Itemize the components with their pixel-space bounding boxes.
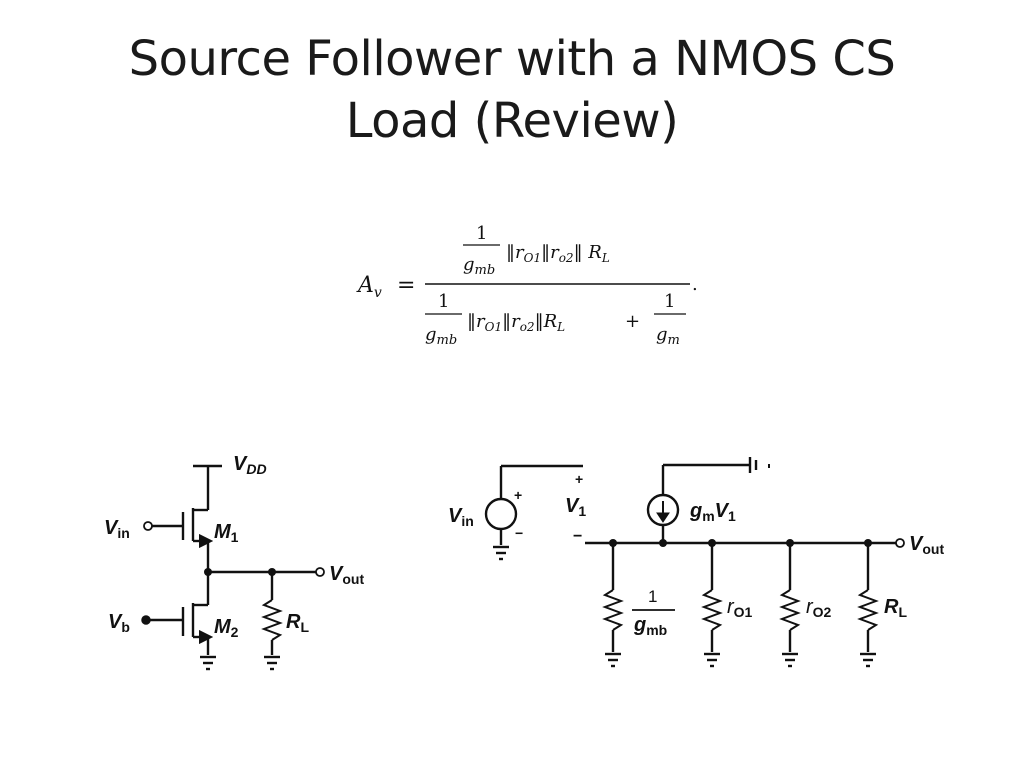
gain-equation: Av = 1 gmb ‖rO1‖ro2‖ RL . 1 gmb ‖rO1‖ro2…	[356, 223, 698, 348]
rl-node-dot	[268, 568, 276, 576]
vin-terminal	[143, 521, 153, 531]
eq-den-plus: +	[625, 311, 640, 332]
ro1-resistor	[701, 589, 723, 631]
label-m1: M1	[214, 521, 239, 545]
slide-title: Source Follower with a NMOS CS Load (Rev…	[0, 28, 1024, 152]
label-vout-left: Vout	[329, 563, 364, 587]
vin-source-icon	[484, 497, 518, 531]
vout-node-dot	[204, 568, 212, 576]
label-rl-right: RL	[884, 596, 907, 620]
label-vout-right: Vout	[909, 533, 944, 557]
eq-trail: .	[692, 274, 698, 295]
label-minus-source: −	[515, 525, 523, 541]
label-plus-v1: +	[575, 471, 583, 487]
eq-den-one: 1	[438, 291, 449, 312]
ground-m2	[200, 655, 216, 671]
ground-ro1	[704, 652, 720, 668]
ground-ro2	[782, 652, 798, 668]
label-minus-v1: −	[573, 528, 582, 545]
source-follower-schematic	[150, 464, 316, 671]
ro2-resistor	[779, 589, 801, 631]
label-vin-left: Vin	[104, 517, 130, 541]
vout-terminal	[315, 567, 325, 577]
vb-terminal	[141, 615, 151, 625]
label-rl-left: RL	[286, 611, 309, 635]
eq-equals: =	[397, 273, 415, 298]
slide-title-line1: Source Follower with a NMOS CS	[128, 31, 896, 87]
label-gm-v1: gmV1	[689, 500, 736, 524]
rl-resistor	[261, 599, 283, 641]
label-ro1: rO1	[727, 596, 753, 620]
ground-gmb	[605, 652, 621, 668]
eq-num-one: 1	[476, 223, 487, 244]
label-vb: Vb	[108, 611, 130, 635]
ground-rl-right	[860, 652, 876, 668]
label-v1: V1	[565, 495, 586, 519]
ground-vin	[493, 545, 509, 561]
rl-resistor-right	[857, 589, 879, 631]
label-frac-one: 1	[648, 587, 657, 606]
label-vdd: VDD	[233, 453, 267, 477]
eq-num-rest: ‖rO1‖ro2‖ RL	[506, 242, 610, 265]
eq-den-gmb: gmb	[425, 324, 457, 348]
slide-title-line2: Load (Review)	[345, 93, 679, 149]
eq-den-gm: gm	[656, 324, 680, 348]
small-signal-model	[484, 457, 896, 668]
label-vin-right: Vin	[448, 505, 474, 529]
gmb-resistor	[602, 589, 624, 631]
vout-terminal-right	[895, 538, 905, 548]
label-plus-source: +	[514, 487, 522, 503]
label-frac-gmb: gmb	[633, 614, 667, 638]
eq-den-one2: 1	[664, 291, 675, 312]
eq-den-rest: ‖rO1‖ro2‖RL	[467, 311, 565, 334]
ground-rl	[264, 655, 280, 671]
eq-num-gmb: gmb	[463, 254, 495, 278]
label-ro2: rO2	[806, 596, 832, 620]
eq-lhs: Av	[356, 273, 382, 301]
label-m2: M2	[214, 616, 239, 640]
